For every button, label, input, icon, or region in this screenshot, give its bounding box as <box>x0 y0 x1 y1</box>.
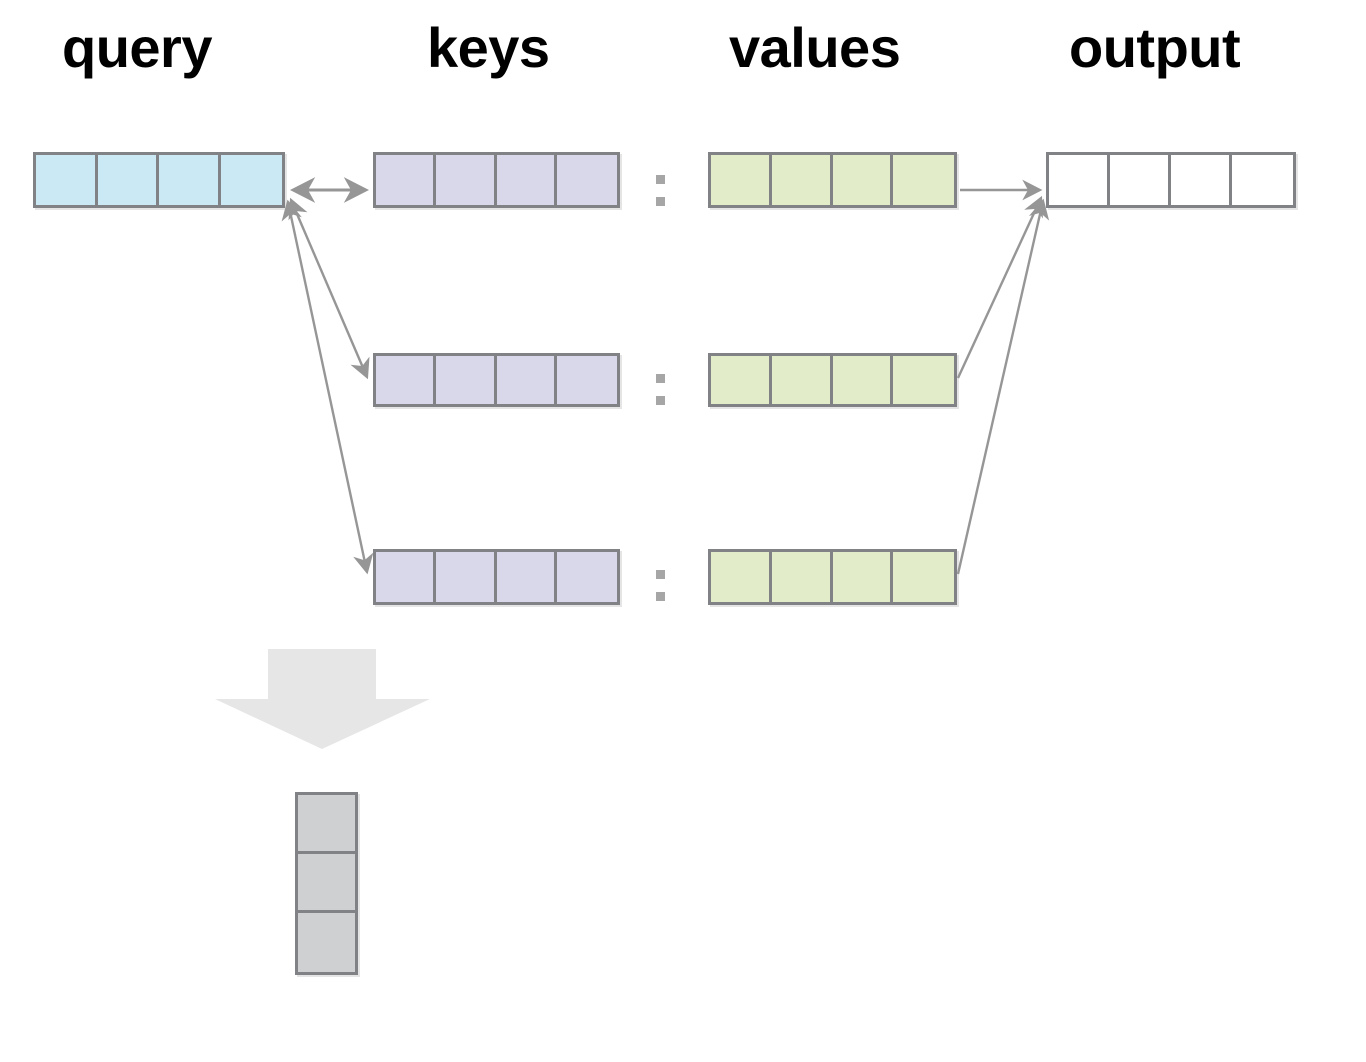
keys-cell <box>557 552 617 602</box>
keys-cell <box>436 552 497 602</box>
keys-cell <box>436 155 497 205</box>
values-cell <box>711 155 772 205</box>
output-cell <box>1232 155 1293 205</box>
colon-dot-bottom <box>656 592 665 601</box>
arrow-values-row-2-to-output <box>956 195 1043 379</box>
keys-cell <box>376 552 437 602</box>
column-label-query: query <box>62 16 213 79</box>
attention-weights-vector[interactable] <box>295 792 358 975</box>
attention-weight-cell <box>298 913 355 972</box>
output-cell <box>1110 155 1172 205</box>
values-cell <box>772 356 833 404</box>
colon-dot-top <box>656 175 665 184</box>
separator-colon-row-1 <box>656 175 665 206</box>
output-cell <box>1049 155 1111 205</box>
values-cell <box>893 552 954 602</box>
arrow-query-to-keys-row-3 <box>281 199 374 575</box>
keys-cell <box>436 356 497 404</box>
values-vector-row-1[interactable] <box>708 152 957 208</box>
keys-vector-row-2[interactable] <box>373 353 620 407</box>
values-cell <box>711 356 772 404</box>
keys-cell <box>376 356 437 404</box>
values-vector-row-2[interactable] <box>708 353 957 407</box>
keys-cell <box>557 356 617 404</box>
keys-cell <box>497 356 557 404</box>
values-cell <box>893 155 954 205</box>
query-vector[interactable] <box>33 152 285 208</box>
attention-weight-cell <box>298 854 355 914</box>
keys-cell <box>497 552 557 602</box>
column-label-output: output <box>1069 16 1241 79</box>
query-cell <box>98 155 160 205</box>
colon-dot-bottom <box>656 197 665 206</box>
attention-weight-cell <box>298 795 355 855</box>
values-cell <box>772 552 833 602</box>
values-cell <box>772 155 833 205</box>
separator-colon-row-2 <box>656 374 665 405</box>
column-label-values: values <box>729 16 901 79</box>
query-cell <box>221 155 282 205</box>
keys-vector-row-1[interactable] <box>373 152 620 208</box>
colon-dot-top <box>656 570 665 579</box>
output-vector[interactable] <box>1046 152 1296 208</box>
keys-cell <box>497 155 557 205</box>
keys-vector-row-3[interactable] <box>373 549 620 605</box>
output-cell <box>1171 155 1233 205</box>
values-cell <box>833 356 894 404</box>
colon-dot-bottom <box>656 396 665 405</box>
values-vector-row-3[interactable] <box>708 549 957 605</box>
values-cell <box>711 552 772 602</box>
query-cell <box>36 155 98 205</box>
values-cell <box>833 552 894 602</box>
column-label-keys: keys <box>427 16 550 79</box>
keys-cell <box>557 155 617 205</box>
block-arrow-down-icon <box>215 649 430 749</box>
values-cell <box>893 356 954 404</box>
colon-dot-top <box>656 374 665 383</box>
query-cell <box>159 155 221 205</box>
separator-colon-row-3 <box>656 570 665 601</box>
arrow-query-to-keys-row-2 <box>288 197 370 380</box>
arrow-values-row-3-to-output <box>956 198 1050 575</box>
keys-cell <box>376 155 437 205</box>
values-cell <box>833 155 894 205</box>
